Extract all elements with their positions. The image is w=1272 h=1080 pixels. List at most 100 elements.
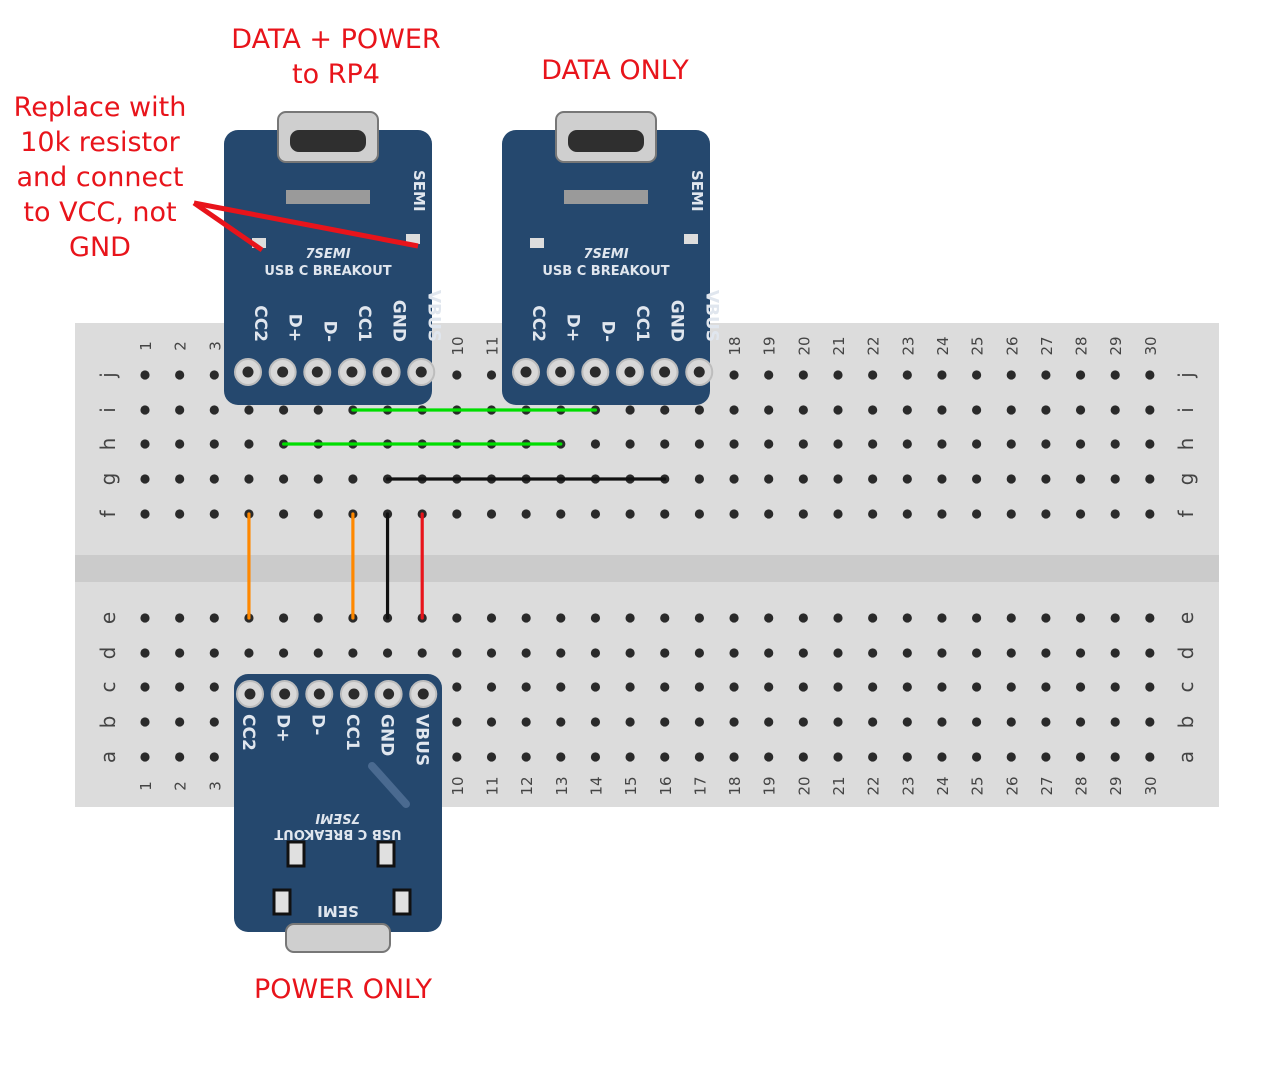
hole-g19 [764,474,774,484]
column-number-top: 21 [830,336,848,355]
column-number-top: 3 [206,341,224,351]
pin-hole [383,688,395,700]
hole-h25 [972,439,982,449]
hole-c26 [1006,682,1016,692]
hole-d30 [1145,648,1155,658]
usb-c-connector [285,923,391,953]
hole-g18 [729,474,739,484]
column-number-top: 1 [137,341,155,351]
hole-a28 [1075,752,1086,762]
column-number-bottom: 21 [830,776,848,795]
hole-h17 [694,439,705,449]
hole-e1 [140,613,150,623]
hole-f30 [1145,509,1155,519]
column-number-top: 20 [795,336,813,355]
column-number-top: 23 [899,336,917,355]
board-brand: SEMI [317,902,359,920]
column-number-top: 11 [484,336,502,355]
hole-a24 [937,752,947,762]
hole-j11 [486,370,497,380]
hole-h23 [902,439,912,449]
row-letter-f: f [96,510,120,518]
hole-g2 [175,474,185,484]
hole-i20 [798,405,808,415]
hole-i29 [1110,405,1120,415]
hole-f11 [486,509,497,519]
board-pcb [224,130,432,405]
column-number-bottom: 11 [484,776,502,795]
row-letter-b: b [96,716,120,729]
pin-label-gnd: GND [667,300,687,342]
column-number-bottom: 13 [553,776,571,795]
hole-e15 [625,613,635,623]
replace-note-line-5: GND [69,232,131,263]
hole-c18 [729,682,739,692]
hole-d8 [382,648,393,658]
hole-i28 [1075,405,1086,415]
replace-note-line-2: 10k resistor [20,127,180,158]
hole-i25 [972,405,982,415]
hole-c22 [868,682,878,692]
pin-label-vbus: VBUS [411,714,431,766]
hole-i4 [244,405,254,415]
hole-a22 [868,752,878,762]
hole-f25 [972,509,982,519]
hole-e29 [1110,613,1120,623]
hole-e30 [1145,613,1155,623]
hole-e24 [937,613,947,623]
hole-a26 [1006,752,1016,762]
hole-g29 [1110,474,1120,484]
hole-j10 [452,370,462,380]
board-title: USB C BREAKOUT [542,264,669,279]
hole-a14 [590,752,601,762]
hole-b16 [660,717,670,727]
annotation-power-only: POWER ONLY [253,974,433,1005]
hole-e10 [452,613,462,623]
hole-g17 [694,474,705,484]
hole-g21 [833,474,843,484]
hole-c3 [209,682,219,692]
hole-b25 [972,717,982,727]
hole-d27 [1041,648,1051,658]
hole-a27 [1041,752,1051,762]
hole-c21 [833,682,843,692]
hole-f13 [556,509,566,519]
row-letter-g: g [96,473,120,486]
hole-f3 [209,509,219,519]
hole-i5 [279,405,289,415]
hole-j18 [729,370,739,380]
hole-d21 [833,648,843,658]
column-number-bottom: 1 [137,781,155,791]
hole-j19 [764,370,774,380]
pin-label-cc2: CC2 [528,305,548,342]
hole-i24 [937,405,947,415]
hole-d4 [244,648,254,658]
hole-c16 [660,682,670,692]
hole-a17 [694,752,705,762]
column-number-bottom: 22 [865,776,883,795]
column-number-bottom: 25 [969,776,987,795]
hole-d6 [313,648,323,658]
column-number-bottom: 12 [518,776,536,795]
hole-a2 [175,752,185,762]
pin-label-dminus: D- [597,321,617,342]
hole-d20 [798,648,808,658]
hole-h19 [764,439,774,449]
row-letter-c: c [1174,682,1198,693]
hole-j22 [868,370,878,380]
hole-i22 [868,405,878,415]
pin-hole [277,366,289,378]
breadboard-center-channel [75,555,1219,582]
hole-c10 [452,682,462,692]
pin-label-cc2: CC2 [238,714,258,751]
hole-f21 [833,509,843,519]
hole-e6 [313,613,323,623]
row-letter-i: i [96,407,120,413]
hole-b10 [452,717,462,727]
hole-h27 [1041,439,1051,449]
hole-c19 [764,682,774,692]
hole-h16 [660,439,670,449]
pin-label-dminus: D- [307,714,327,735]
